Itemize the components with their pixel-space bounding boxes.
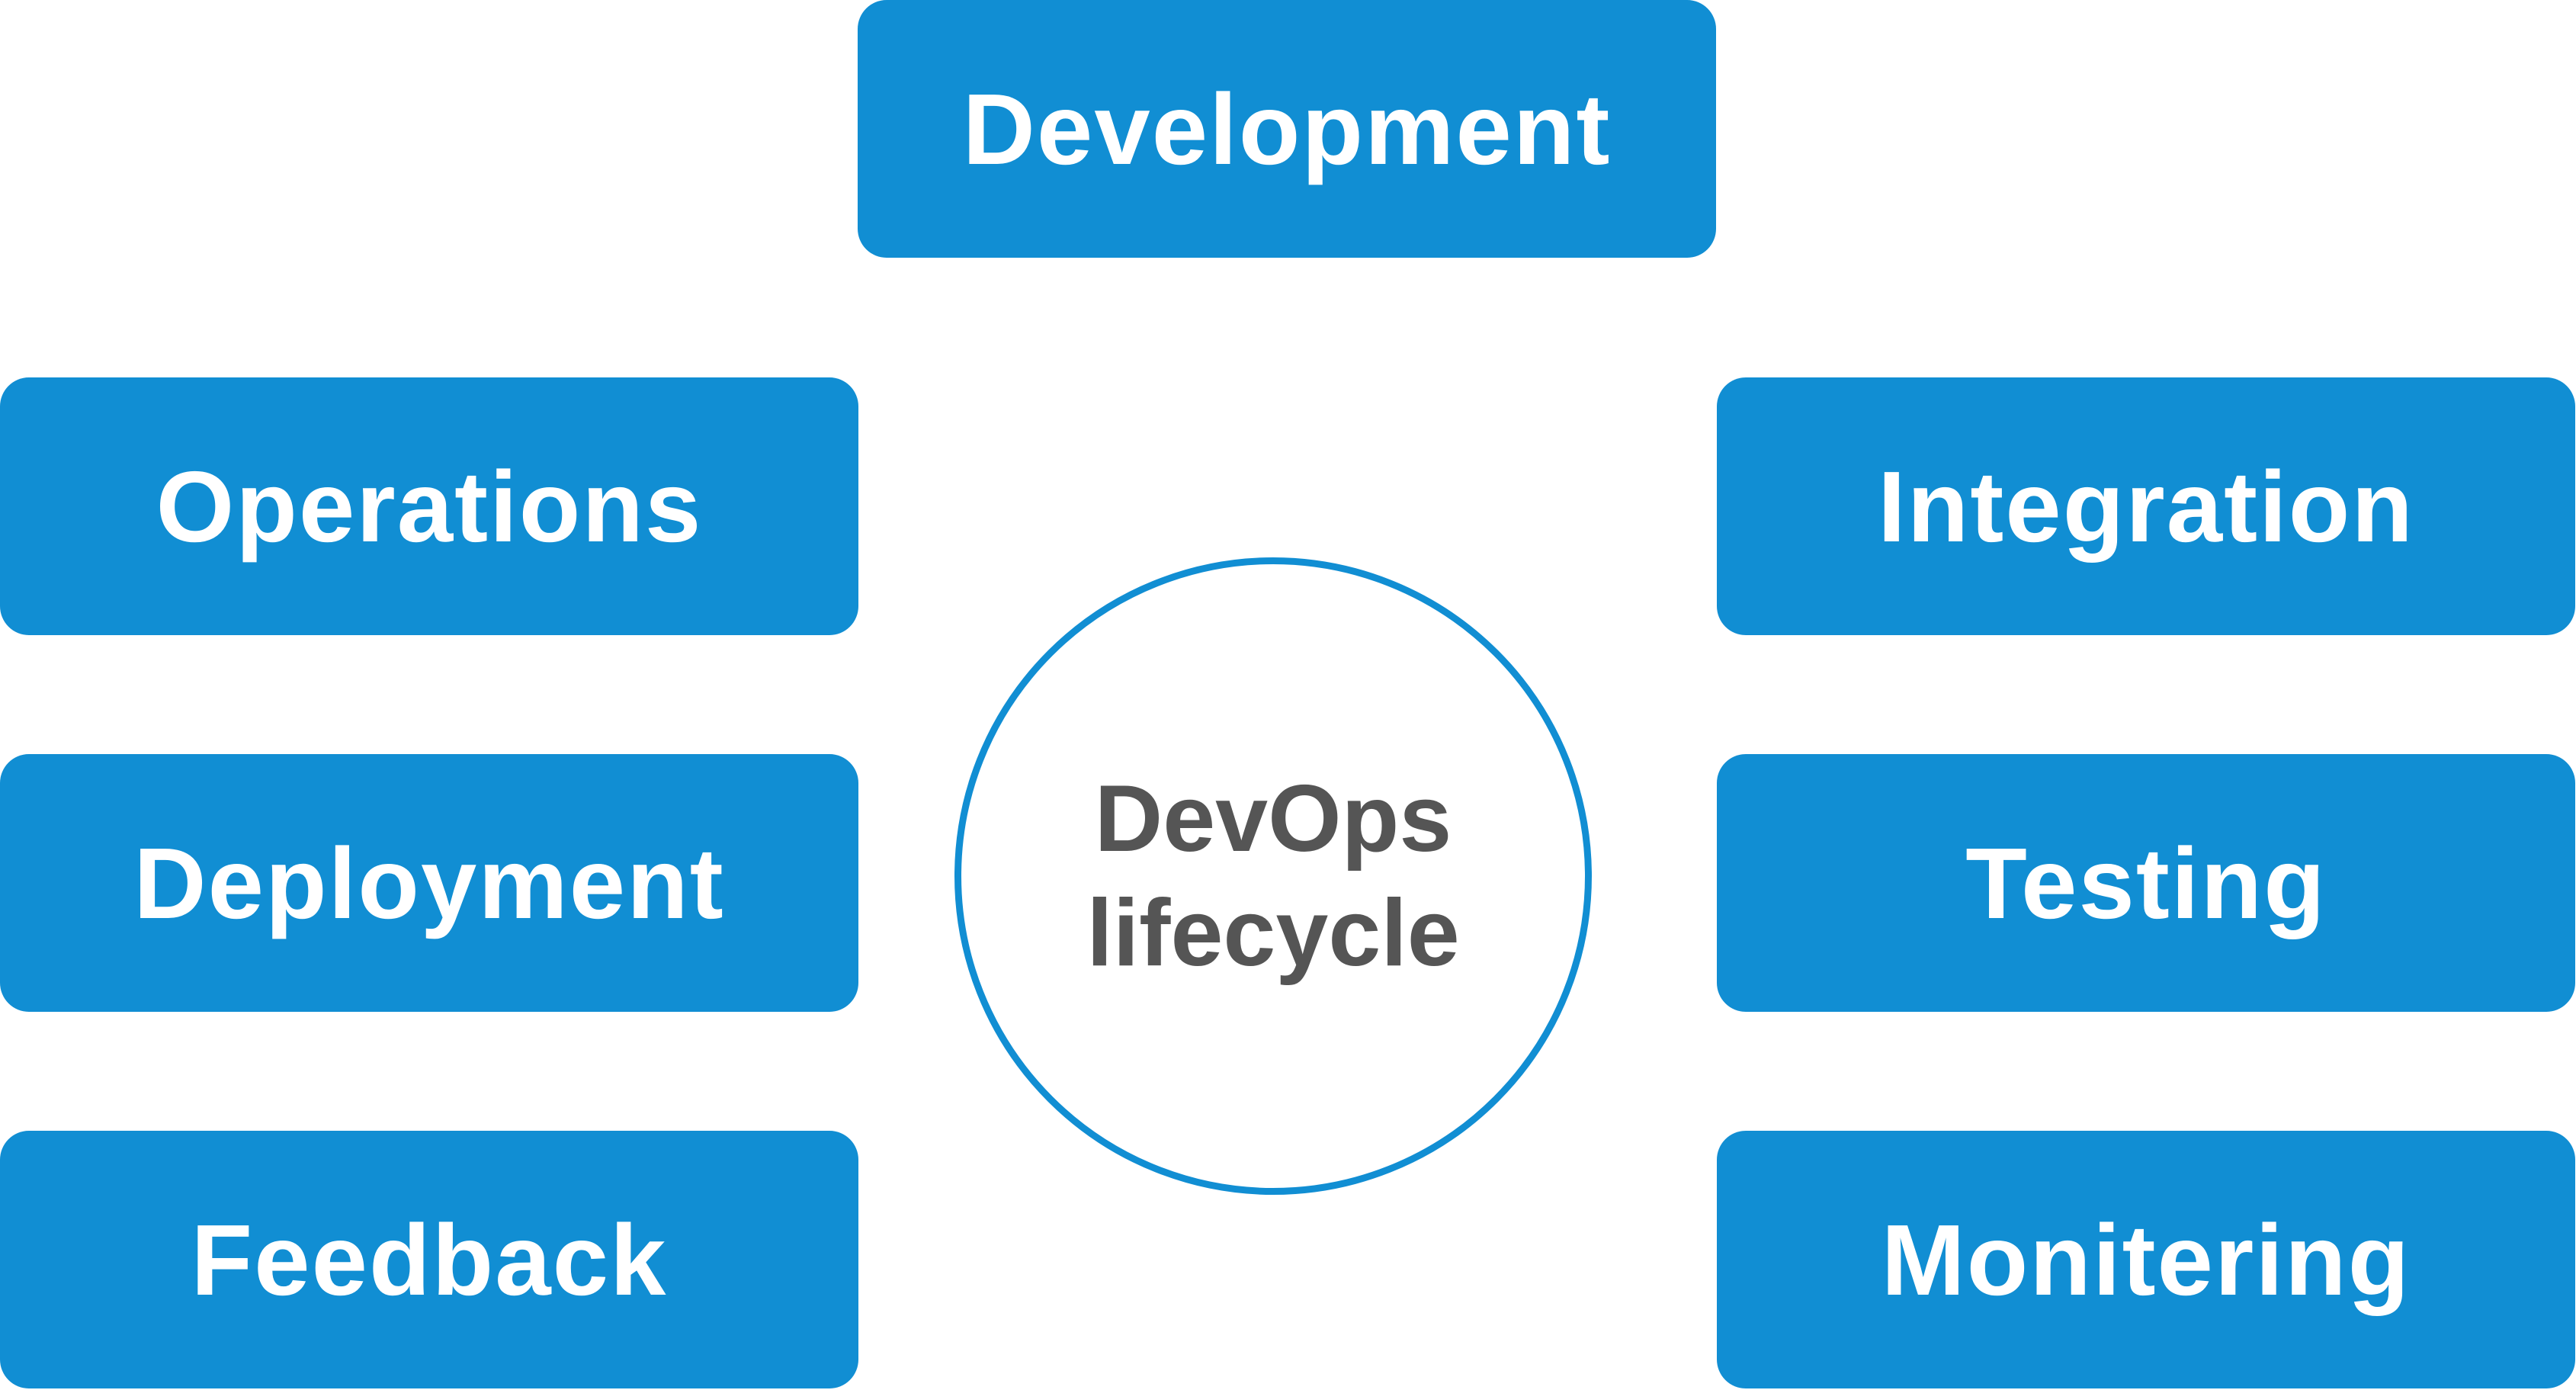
stage-label: Testing <box>1965 827 2327 939</box>
center-circle: DevOps lifecycle <box>954 557 1592 1195</box>
stage-monitering: Monitering <box>1717 1131 2575 1388</box>
stage-feedback: Feedback <box>0 1131 858 1388</box>
stage-label: Operations <box>156 450 703 563</box>
stage-label: Deployment <box>133 827 725 939</box>
stage-deployment: Deployment <box>0 754 858 1012</box>
stage-operations: Operations <box>0 377 858 635</box>
stage-development: Development <box>858 0 1716 258</box>
stage-label: Integration <box>1878 450 2414 563</box>
center-title-line1: DevOps <box>1094 766 1452 872</box>
stage-integration: Integration <box>1717 377 2575 635</box>
stage-label: Monitering <box>1881 1203 2411 1316</box>
stage-label: Feedback <box>191 1203 668 1316</box>
stage-label: Development <box>962 72 1612 185</box>
stage-testing: Testing <box>1717 754 2575 1012</box>
center-title-line2: lifecycle <box>1086 881 1460 986</box>
